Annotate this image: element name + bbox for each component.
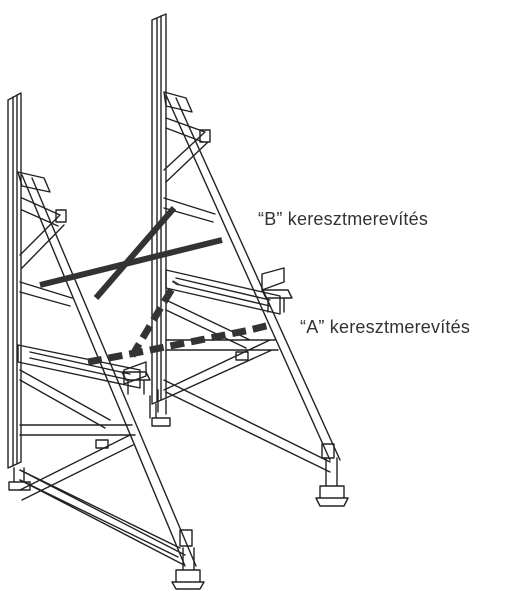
right-brackets	[199, 129, 335, 459]
right-front-foot	[315, 457, 349, 507]
right-lower-bracing	[163, 299, 331, 473]
cross-brace-b	[39, 206, 223, 300]
cross-brace-a-bar-2	[128, 280, 180, 358]
right-main-beam	[165, 269, 281, 315]
cross-brace-b-bar-2	[93, 206, 177, 300]
cross-brace-a-bar-1	[87, 321, 271, 366]
right-frame	[121, 13, 349, 507]
right-upper-diagonals	[163, 117, 209, 183]
left-upper-beam	[19, 281, 73, 307]
left-main-beam	[17, 344, 141, 389]
right-rear-foot	[151, 399, 171, 427]
cross-brace-b-bar-1	[39, 237, 223, 288]
left-lower-bracing	[19, 369, 186, 566]
cross-brace-a	[87, 280, 271, 366]
cross-brace-b-label: “B” keresztmerevítés	[258, 209, 429, 229]
left-foot	[8, 467, 31, 491]
right-pad	[261, 289, 293, 313]
front-connector-leg	[149, 389, 159, 419]
left-frame	[7, 92, 205, 590]
cross-brace-a-label: “A” keresztmerevítés	[300, 317, 471, 337]
left-slanted-leg	[21, 174, 197, 567]
left-base-beam	[19, 469, 181, 558]
left-top-plate	[17, 171, 51, 193]
left-post	[7, 92, 22, 469]
left-upper-diagonals	[19, 197, 65, 269]
right-top-plate	[163, 91, 193, 113]
left-front-foot	[171, 547, 205, 590]
left-pad	[121, 371, 151, 395]
left-brackets	[55, 209, 193, 547]
